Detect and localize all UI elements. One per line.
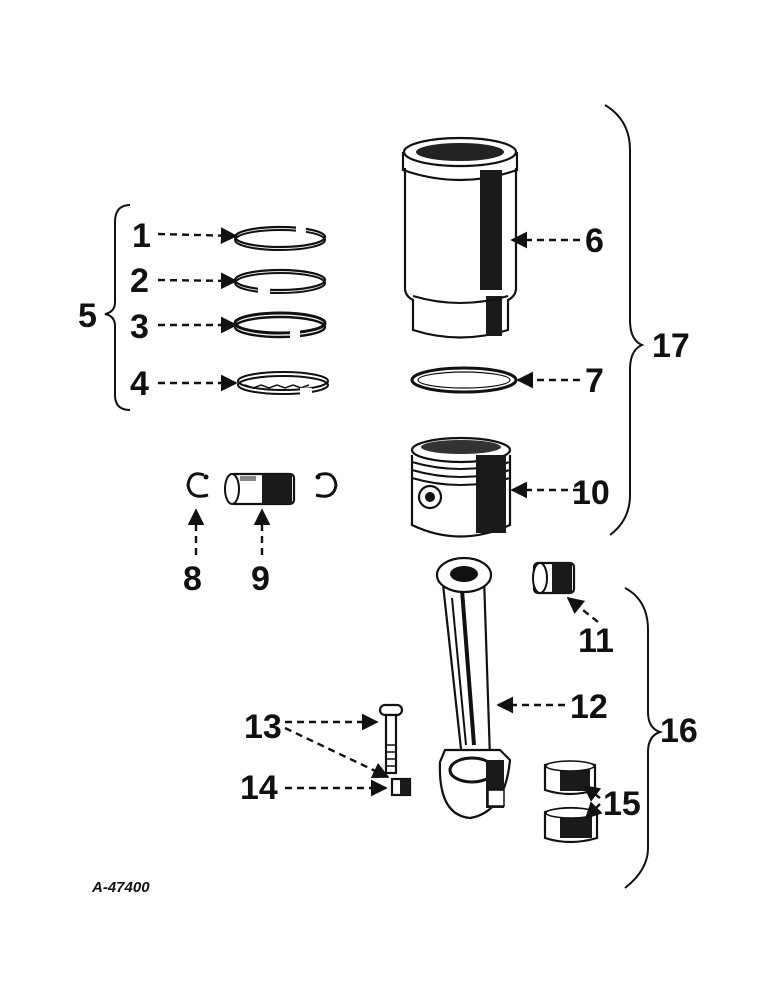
bracket-16 <box>624 587 664 889</box>
leader-11 <box>566 596 599 623</box>
connecting-rod-nut <box>390 777 412 797</box>
piston-pin <box>224 472 296 506</box>
leader-1 <box>157 227 238 245</box>
callout-5: 5 <box>78 297 97 335</box>
callout-2: 2 <box>130 262 149 300</box>
piston-ring-1 <box>233 225 327 251</box>
callout-3: 3 <box>130 308 149 346</box>
callout-16: 16 <box>660 712 698 750</box>
piston-ring-2 <box>233 268 327 295</box>
piston-ring-3 <box>233 311 327 339</box>
callout-4: 4 <box>130 365 149 403</box>
connecting-rod-bolt <box>378 703 404 775</box>
bracket-5 <box>104 204 131 411</box>
callout-7: 7 <box>585 362 604 400</box>
callout-9: 9 <box>251 560 270 598</box>
leader-15a <box>582 784 602 802</box>
drawing-code: A-47400 <box>91 879 150 896</box>
callout-12: 12 <box>570 688 608 726</box>
leader-15b <box>584 801 603 820</box>
bracket-17 <box>604 104 645 536</box>
sleeve-seal-ring <box>410 366 518 394</box>
callout-8: 8 <box>183 560 202 598</box>
piston-ring-4 <box>237 371 329 396</box>
callout-10: 10 <box>572 474 610 512</box>
piston-pin-bushing <box>532 561 576 595</box>
callout-13: 13 <box>244 708 282 746</box>
piston-pin-snap-ring-left <box>186 472 209 498</box>
callout-14: 14 <box>240 769 278 807</box>
connecting-rod <box>435 556 512 820</box>
piston-pin-snap-ring-right <box>315 472 338 498</box>
piston <box>410 436 512 538</box>
callout-15: 15 <box>603 785 641 823</box>
leader-13b <box>284 726 390 779</box>
callout-11: 11 <box>578 622 614 660</box>
leader-2 <box>157 272 238 290</box>
bearing-shell-upper <box>543 760 597 796</box>
bearing-shell-lower <box>543 806 599 844</box>
callout-17: 17 <box>652 327 690 365</box>
callout-1: 1 <box>132 217 151 255</box>
cylinder-sleeve <box>401 136 519 339</box>
callout-6: 6 <box>585 222 604 260</box>
